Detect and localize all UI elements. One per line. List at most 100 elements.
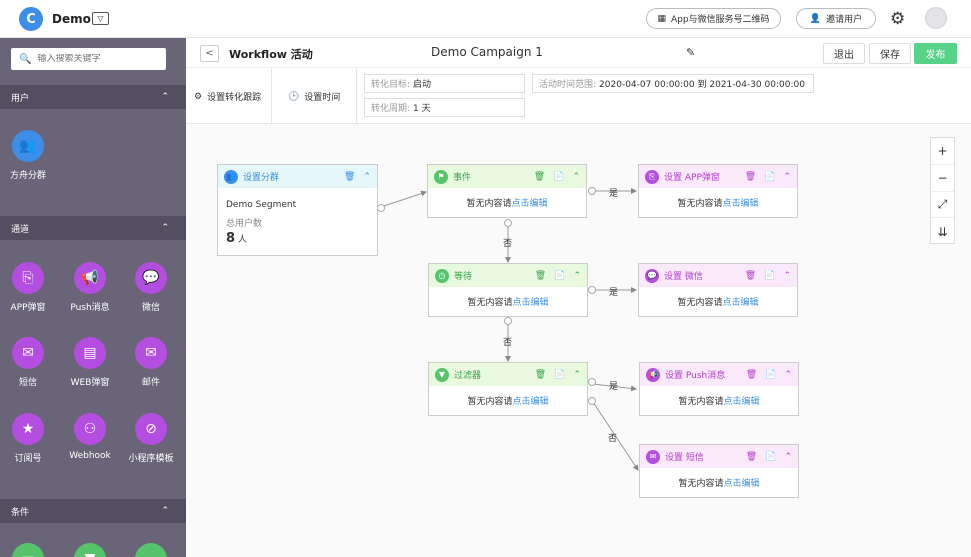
- empty-text: 暂无内容请: [467, 397, 513, 407]
- app-popup-node[interactable]: ⎘ 设置 APP弹窗 🗑📄⌃ 暂无内容请点击编辑: [638, 164, 798, 218]
- trash-icon[interactable]: 🗑: [744, 270, 757, 281]
- node-title: 设置 微信: [664, 272, 703, 282]
- trash-icon[interactable]: 🗑: [745, 369, 758, 380]
- chevron-up-icon[interactable]: ⌃: [783, 171, 791, 182]
- edit-link[interactable]: 点击编辑: [511, 199, 548, 209]
- megaphone-icon: 📢: [74, 262, 106, 294]
- conversion-tracking-button[interactable]: ⚙ 设置转化跟踪: [194, 90, 261, 104]
- invite-user-button[interactable]: 👤 邀请用户: [796, 8, 876, 29]
- sidebar-item-app-popup[interactable]: ⎘ APP弹窗: [0, 262, 58, 313]
- event-node[interactable]: ⚑ 事件 🗑📄⌃ 暂无内容请点击编辑: [427, 164, 587, 218]
- trash-icon[interactable]: 🗑: [534, 369, 547, 380]
- conversion-goal-field[interactable]: 转化目标: 启动: [364, 74, 525, 93]
- sidebar-item-push[interactable]: 📢 Push消息: [60, 262, 120, 313]
- edit-link[interactable]: 点击编辑: [723, 479, 760, 489]
- sidebar-item-label: 方舟分群: [9, 171, 46, 181]
- trash-icon[interactable]: 🗑: [744, 171, 757, 182]
- user-count-unit: 人: [237, 235, 247, 245]
- document-icon[interactable]: 📄: [554, 369, 566, 380]
- push-node[interactable]: 📢 设置 Push消息 🗑📄⌃ 暂无内容请点击编辑: [639, 362, 799, 416]
- sidebar-item-condition[interactable]: ⋯: [121, 543, 181, 557]
- document-icon[interactable]: 📄: [765, 451, 777, 462]
- edit-link[interactable]: 点击编辑: [512, 298, 549, 308]
- back-button[interactable]: <: [200, 45, 219, 62]
- fit-screen-button[interactable]: ⤢: [931, 192, 954, 219]
- node-header: 📢 设置 Push消息 🗑📄⌃: [640, 363, 798, 386]
- sidebar-item-label: 邮件: [141, 378, 160, 388]
- set-time-button[interactable]: 🕒 设置时间: [288, 90, 341, 104]
- filter-node[interactable]: ▼ 过滤器 🗑📄⌃ 暂无内容请点击编辑: [428, 362, 588, 416]
- chevron-up-icon[interactable]: ⌃: [363, 171, 371, 182]
- node-title: 设置分群: [243, 173, 280, 183]
- sidebar-item-mail[interactable]: ✉ 邮件: [121, 337, 181, 388]
- edit-link[interactable]: 点击编辑: [722, 298, 759, 308]
- sidebar-item-label: Webhook: [69, 451, 111, 461]
- trash-icon[interactable]: 🗑: [344, 171, 356, 182]
- sidebar-item-web-popup[interactable]: ▤ WEB弹窗: [60, 337, 120, 388]
- trash-icon[interactable]: 🗑: [745, 451, 758, 462]
- edit-pencil-icon[interactable]: ✎: [686, 46, 696, 59]
- sidebar: 🔍 用户 ⌃ 👥 方舟分群 通道 ⌃ ⎘ APP弹窗 📢 Push消息 💬 微信…: [0, 38, 186, 557]
- document-icon[interactable]: 📄: [764, 171, 776, 182]
- section-header-channels[interactable]: 通道 ⌃: [0, 216, 186, 240]
- edit-link[interactable]: 点击编辑: [512, 397, 549, 407]
- node-header: 👥 设置分群 🗑⌃: [218, 165, 377, 188]
- publish-button[interactable]: 发布: [914, 43, 957, 64]
- chevron-up-icon: ⌃: [161, 223, 169, 233]
- sidebar-item-condition[interactable]: ▼: [60, 543, 120, 557]
- qr-code-button[interactable]: ▦ App与微信服务号二维码: [646, 8, 781, 29]
- chevron-up-icon[interactable]: ⌃: [572, 171, 580, 182]
- sidebar-item-mini-program[interactable]: ⊘ 小程序模板: [121, 413, 181, 464]
- zoom-in-button[interactable]: +: [931, 138, 954, 165]
- document-icon[interactable]: 📄: [553, 171, 565, 182]
- sidebar-item-sms[interactable]: ✉ 短信: [0, 337, 58, 388]
- search-input[interactable]: [37, 54, 158, 64]
- sidebar-item-wechat[interactable]: 💬 微信: [121, 262, 181, 313]
- field-label: 转化周期:: [371, 104, 411, 114]
- save-button[interactable]: 保存: [869, 43, 911, 64]
- field-value: 启动: [413, 80, 432, 90]
- wechat-node[interactable]: 💬 设置 微信 🗑📄⌃ 暂无内容请点击编辑: [638, 263, 798, 317]
- sidebar-item-condition[interactable]: ▭: [0, 543, 58, 557]
- edit-link[interactable]: 点击编辑: [722, 199, 759, 209]
- document-icon[interactable]: 📄: [764, 270, 776, 281]
- document-icon[interactable]: 📄: [554, 270, 566, 281]
- chevron-up-icon[interactable]: ⌃: [573, 270, 581, 281]
- section-header-users[interactable]: 用户 ⌃: [0, 85, 186, 109]
- segment-node[interactable]: 👥 设置分群 🗑⌃ Demo Segment 总用户数 8 人: [217, 164, 378, 256]
- users-icon: 👥: [12, 130, 44, 162]
- app-switcher-chevron-icon[interactable]: ▽: [92, 12, 109, 25]
- exit-button[interactable]: 退出: [823, 43, 865, 64]
- yes-label: 是: [609, 382, 619, 392]
- sms-node[interactable]: ✉ 设置 短信 🗑📄⌃ 暂无内容请点击编辑: [639, 444, 799, 498]
- campaign-time-range-field[interactable]: 活动时间范围: 2020-04-07 00:00:00 到 2021-04-30…: [532, 74, 814, 93]
- chevron-up-icon[interactable]: ⌃: [784, 451, 792, 462]
- set-time-label: 设置时间: [304, 93, 341, 103]
- chevron-up-icon[interactable]: ⌃: [783, 270, 791, 281]
- wait-node[interactable]: ◷ 等待 🗑📄⌃ 暂无内容请点击编辑: [428, 263, 588, 317]
- sidebar-item-webhook[interactable]: ⚇ Webhook: [60, 413, 120, 461]
- trash-icon[interactable]: 🗑: [534, 270, 547, 281]
- sidebar-item-label: WEB弹窗: [70, 378, 110, 388]
- chevron-up-icon[interactable]: ⌃: [784, 369, 792, 380]
- conversion-period-field[interactable]: 转化周期: 1 天: [364, 98, 525, 117]
- zoom-controls: + − ⤢ ⇊: [930, 137, 955, 244]
- gear-icon[interactable]: ⚙: [890, 9, 906, 29]
- search-box[interactable]: 🔍: [11, 48, 166, 70]
- node-header: 💬 设置 微信 🗑📄⌃: [639, 264, 797, 287]
- auto-layout-button[interactable]: ⇊: [937, 224, 948, 239]
- zoom-out-button[interactable]: −: [931, 165, 954, 192]
- sidebar-item-segment[interactable]: 👥 方舟分群: [0, 130, 58, 181]
- no-label: 否: [503, 239, 513, 249]
- trash-icon[interactable]: 🗑: [533, 171, 546, 182]
- sidebar-item-subscription[interactable]: ★ 订阅号: [0, 413, 58, 464]
- document-icon[interactable]: 📄: [765, 369, 777, 380]
- app-logo[interactable]: C: [19, 7, 43, 31]
- edit-link[interactable]: 点击编辑: [723, 397, 760, 407]
- connector-segment-event: [383, 190, 427, 207]
- section-header-conditions[interactable]: 条件 ⌃: [0, 499, 186, 523]
- avatar[interactable]: [925, 7, 947, 29]
- clock-icon: 🕒: [288, 91, 300, 102]
- sidebar-item-label: 短信: [18, 378, 37, 388]
- chevron-up-icon[interactable]: ⌃: [573, 369, 581, 380]
